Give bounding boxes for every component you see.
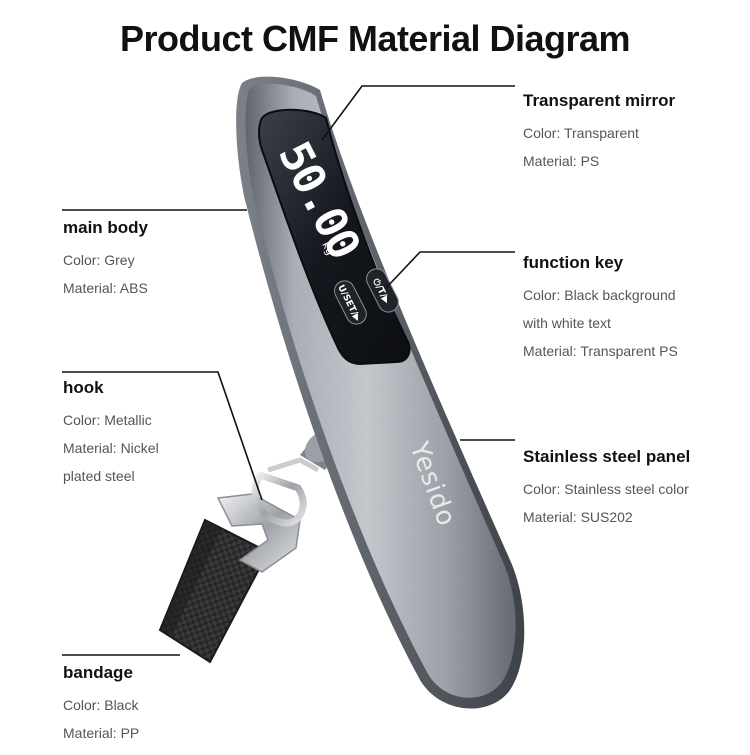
callout-hook-name: hook <box>63 378 104 397</box>
callout-panel-material: Material: SUS202 <box>523 509 633 525</box>
callout-bandage: bandage Color: Black Material: PP <box>63 663 139 747</box>
callout-panel: Stainless steel panel Color: Stainless s… <box>523 447 690 531</box>
callout-key-color-2: with white text <box>523 315 611 331</box>
callout-panel-color: Color: Stainless steel color <box>523 481 689 497</box>
callout-panel-name: Stainless steel panel <box>523 447 691 466</box>
callout-bandage-color: Color: Black <box>63 697 139 713</box>
page-title: Product CMF Material Diagram <box>119 18 631 59</box>
key-power-tare: ⏻/T/▶ <box>366 268 399 313</box>
leader-lines <box>62 85 515 656</box>
callout-body-name: main body <box>63 218 149 237</box>
callout-body-material: Material: ABS <box>63 280 148 296</box>
hook-buckle <box>216 457 320 573</box>
callout-body-color: Color: Grey <box>63 252 135 268</box>
callout-mirror-material: Material: PS <box>523 153 600 169</box>
callout-hook-material-2: plated steel <box>63 468 135 484</box>
callout-mirror-name: Transparent mirror <box>523 91 676 110</box>
leader-hook <box>62 371 263 501</box>
callout-body: main body Color: Grey Material: ABS <box>63 218 148 302</box>
display-unit: kg <box>319 239 337 257</box>
callout-bandage-name: bandage <box>63 663 133 682</box>
callout-key-material: Material: Transparent PS <box>523 343 678 359</box>
callout-key-name: function key <box>523 253 624 272</box>
callout-hook-color: Color: Metallic <box>63 412 152 428</box>
function-keys: U/SET/▶ ⏻/T/▶ <box>334 268 399 325</box>
callout-key: function key Color: Black background wit… <box>523 253 678 365</box>
leader-key <box>385 251 515 289</box>
callout-key-color: Color: Black background <box>523 287 676 303</box>
callout-mirror: Transparent mirror Color: Transparent Ma… <box>523 91 675 175</box>
callout-hook: hook Color: Metallic Material: Nickel pl… <box>63 378 159 490</box>
leader-mirror <box>321 85 515 141</box>
callout-hook-material: Material: Nickel <box>63 440 159 456</box>
callout-mirror-color: Color: Transparent <box>523 125 639 141</box>
callout-bandage-material: Material: PP <box>63 725 140 741</box>
strap-bandage <box>158 518 270 664</box>
